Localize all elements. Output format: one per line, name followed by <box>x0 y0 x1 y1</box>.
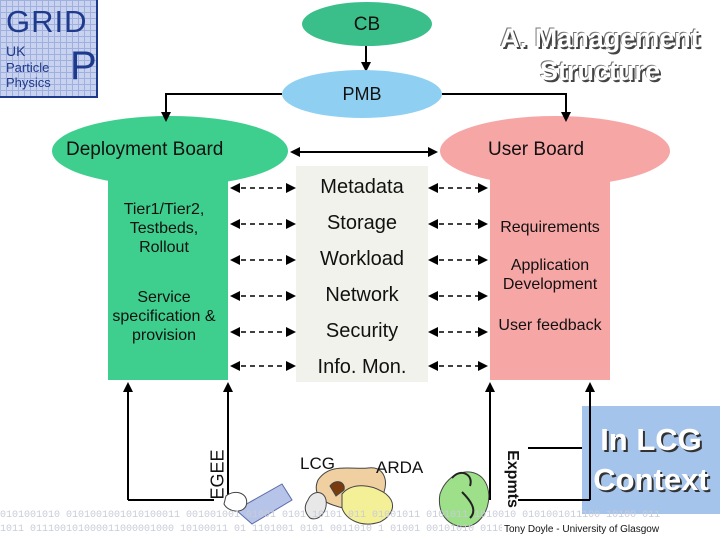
lcg-context-box <box>582 406 720 514</box>
deployment-board-body <box>108 160 228 380</box>
center-item-security: Security <box>325 320 399 342</box>
binary-row: 1011 011100101000011000001000 10100011 0… <box>0 524 655 535</box>
lcg-label: LCG <box>300 454 335 473</box>
scribble-shape <box>451 471 475 519</box>
pmb-node: PMB <box>282 70 442 118</box>
grey-blob-shape <box>304 492 327 520</box>
logo-particle-physics-text: Particle Physics <box>6 60 51 90</box>
center-item-storage: Storage <box>326 212 398 234</box>
deployment-item-tier: Tier1/Tier2, Testbeds, Rollout <box>123 201 205 256</box>
logo-uk-text: UK <box>6 43 26 59</box>
user-board-label: User Board <box>488 139 585 160</box>
center-item-infomon: Info. Mon. <box>317 356 407 378</box>
slide-title: A. Management Structure <box>500 23 700 86</box>
center-item-workload: Workload <box>319 248 405 270</box>
in-lcg-context-text: In LCG Context <box>593 422 709 497</box>
pmb-to-deployment-arrow <box>161 93 282 122</box>
brown-blob-shape <box>329 481 345 497</box>
user-item-appdev: Application Development <box>502 257 598 293</box>
white-blob-shape <box>223 491 248 512</box>
pmb-label: PMB <box>342 84 382 104</box>
binary-strip: 0101001010 0101001001010100011 001001001… <box>0 508 720 540</box>
user-item-requirements: Requirements <box>500 219 600 236</box>
deployment-board-label: Deployment Board <box>66 139 224 160</box>
gridpp-logo: GRID UK Particle Physics P <box>0 0 98 98</box>
binary-row: 0101001010 0101001001010100011 001001001… <box>0 510 661 521</box>
credit-text: Tony Doyle - University of Glasgow <box>502 524 662 535</box>
logo-p-text: P <box>70 44 97 88</box>
cb-label: CB <box>353 14 381 35</box>
center-item-network: Network <box>325 284 399 306</box>
egee-label: EGEE <box>207 449 228 500</box>
user-board-body <box>490 160 610 380</box>
deployment-item-service: Service specification & provision <box>112 289 216 344</box>
center-item-metadata: Metadata <box>320 176 404 198</box>
pmb-to-user-arrow <box>442 93 571 122</box>
expmts-label: Expmts <box>504 450 521 508</box>
yellow-blob-shape <box>341 485 394 525</box>
arda-label: ARDA <box>376 458 424 477</box>
blue-blob-shape <box>235 483 293 525</box>
logo-grid-text: GRID <box>6 4 88 39</box>
technical-areas-box <box>296 166 428 382</box>
cb-node: CB <box>302 2 432 46</box>
user-item-feedback: User feedback <box>498 317 602 334</box>
